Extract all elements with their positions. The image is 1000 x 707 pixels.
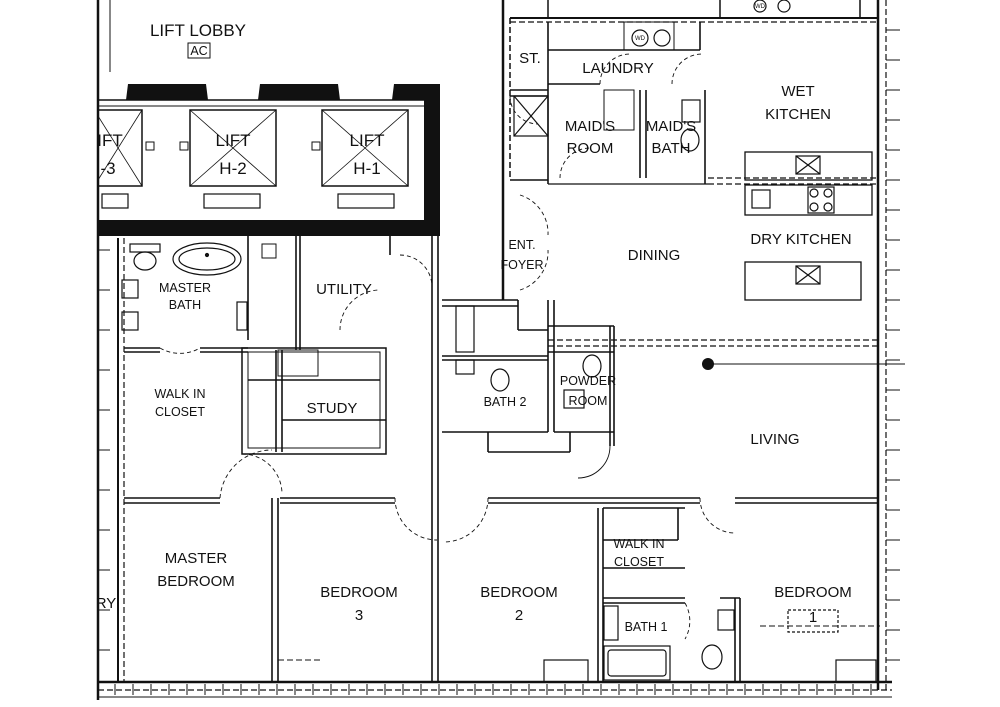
lift-h2-number: H-2 bbox=[219, 159, 246, 178]
kitchen-sink-icon bbox=[795, 265, 821, 285]
sink-icon bbox=[717, 609, 735, 631]
lift-h1-label: LIFT bbox=[350, 131, 385, 150]
ent-foyer-label-2: FOYER bbox=[500, 258, 543, 272]
sink-icon bbox=[455, 359, 475, 375]
lift-h1 bbox=[145, 109, 409, 209]
bathtub-icon bbox=[603, 645, 671, 681]
store-label: ST. bbox=[519, 50, 541, 67]
interior-walls bbox=[124, 21, 878, 682]
bedroom1-label-1: BEDROOM bbox=[774, 584, 852, 601]
wet-kitchen-label-1: WET bbox=[781, 83, 814, 100]
kitchen-sink-icon bbox=[795, 155, 821, 175]
washer-tag: WD bbox=[635, 36, 646, 42]
walk-in-closet-b1-label-1: WALK IN bbox=[614, 537, 665, 551]
bath2-label: BATH 2 bbox=[484, 395, 527, 409]
lift-h2-label: LIFT bbox=[216, 131, 251, 150]
door-swings bbox=[159, 53, 736, 640]
maids-bath-label-1: MAID'S bbox=[646, 118, 696, 135]
dryer-icon bbox=[653, 29, 671, 47]
bedroom1-label-2: 1 bbox=[809, 609, 817, 626]
study-label: STUDY bbox=[307, 400, 358, 417]
maids-bath-label-2: BATH bbox=[652, 140, 691, 157]
powder-room-label-1: POWDER bbox=[560, 374, 616, 388]
maids-room-label-1: MAID'S bbox=[565, 118, 615, 135]
sink-icon bbox=[563, 389, 585, 409]
ac-tag-box bbox=[187, 42, 211, 59]
master-bath-label-1: MASTER bbox=[159, 281, 211, 295]
bedroom3-label-1: BEDROOM bbox=[320, 584, 398, 601]
edge-ticks bbox=[98, 29, 900, 695]
lift-h2 bbox=[179, 109, 277, 209]
master-bedroom-label-2: BEDROOM bbox=[157, 573, 235, 590]
stove-icon bbox=[809, 188, 819, 198]
utility-label: UTILITY bbox=[316, 281, 372, 298]
labels: LIFT LOBBY AC IFT -3 LIFT H-2 LIFT H-1 S… bbox=[96, 4, 852, 634]
fixtures bbox=[121, 0, 877, 683]
powder-room-label-2: ROOM bbox=[569, 394, 608, 408]
toilet-icon bbox=[582, 354, 602, 378]
bedroom2-label-2: 2 bbox=[515, 607, 523, 624]
dryer-tag: WD bbox=[755, 4, 766, 10]
bath1-label: BATH 1 bbox=[625, 620, 668, 634]
dining-label: DINING bbox=[628, 247, 681, 264]
wet-kitchen-label-2: KITCHEN bbox=[765, 106, 831, 123]
living-label: LIVING bbox=[750, 431, 799, 448]
toilet-icon bbox=[133, 251, 157, 271]
sink-icon bbox=[121, 279, 139, 299]
lift-h3-number: -3 bbox=[100, 159, 115, 178]
walk-in-closet-b1-label-2: CLOSET bbox=[614, 555, 664, 569]
bedroom2-label-1: BEDROOM bbox=[480, 584, 558, 601]
maids-room-label-2: ROOM bbox=[567, 140, 614, 157]
walk-in-closet-master-label-2: CLOSET bbox=[155, 405, 205, 419]
washer-icon bbox=[631, 29, 649, 47]
toilet-icon bbox=[680, 128, 700, 152]
laundry-label: LAUNDRY bbox=[582, 60, 653, 77]
toilet-icon bbox=[701, 644, 723, 670]
walk-in-closet-master-label-1: WALK IN bbox=[155, 387, 206, 401]
bedroom3-label-2: 3 bbox=[355, 607, 363, 624]
ent-foyer-label-1: ENT. bbox=[508, 238, 535, 252]
ac-tag-label: AC bbox=[190, 44, 207, 58]
lift-h3 bbox=[97, 109, 143, 209]
wardrobes bbox=[278, 625, 880, 661]
dry-kitchen-label: DRY KITCHEN bbox=[750, 231, 851, 248]
lift-lobby-label: LIFT LOBBY bbox=[150, 21, 246, 40]
lift-core bbox=[98, 84, 440, 236]
bathtub-icon bbox=[172, 242, 242, 276]
lift-h3-label: IFT bbox=[97, 131, 123, 150]
master-bedroom-label-1: MASTER bbox=[165, 550, 228, 567]
sink-icon bbox=[681, 99, 701, 123]
toilet-icon bbox=[490, 368, 510, 392]
edge-fragment-label: RY bbox=[96, 595, 117, 612]
master-bath-label-2: BATH bbox=[169, 298, 201, 312]
lift-h1-number: H-1 bbox=[353, 159, 380, 178]
